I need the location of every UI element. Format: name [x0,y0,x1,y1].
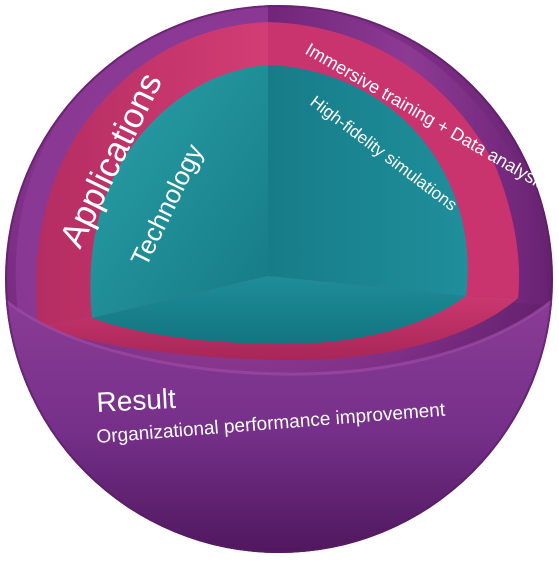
core-left-wall [90,65,268,318]
result-label: Result [96,383,177,418]
core-floor [92,276,466,345]
core-right-wall [268,65,468,296]
cut-edge-highlight [5,298,553,376]
outer-shell-lower [5,300,553,553]
sphere-outline [5,5,553,553]
